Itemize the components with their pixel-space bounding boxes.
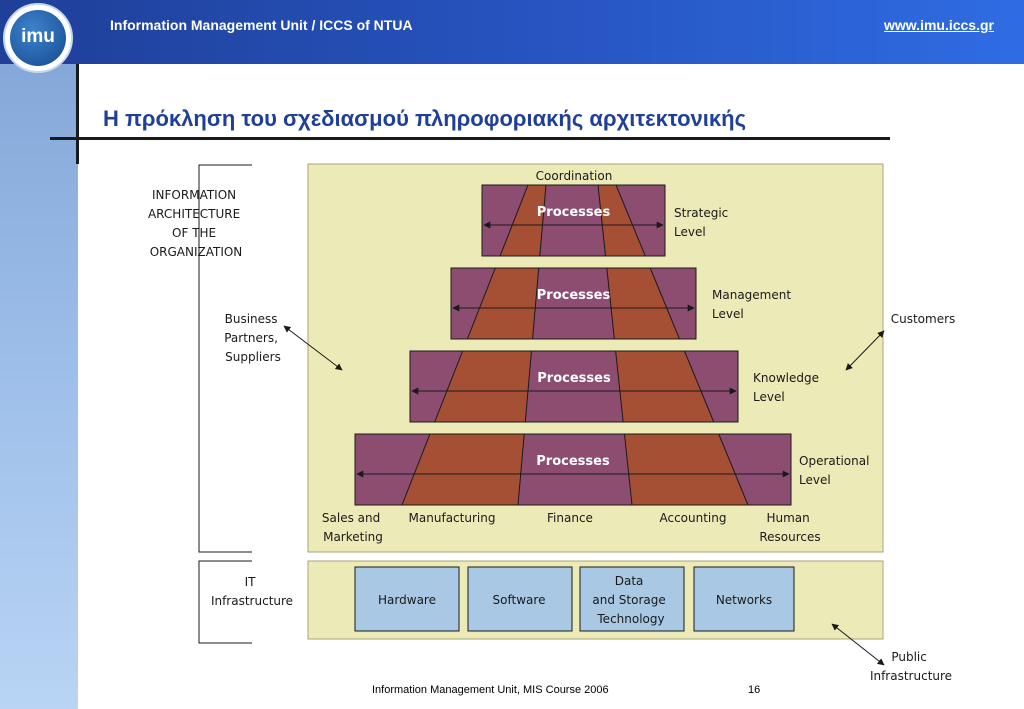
footer-text: Information Management Unit, MIS Course … [372,684,609,696]
function-manufacturing-label: Manufacturing [409,511,496,525]
level-management-process-band-1 [466,267,540,340]
organization-bracket [198,164,252,553]
public-infrastructure-label: Public Infrastructure [870,650,952,683]
component-networks-label: Networks [716,593,772,607]
component-data-storage-box [579,566,685,632]
header-url-link[interactable]: www.imu.iccs.gr [884,17,994,33]
imu-logo-badge: imu [10,10,66,66]
header-title: Information Management Unit / ICCS of NT… [110,17,413,33]
level-management-processes-label: Processes [537,288,611,303]
component-hardware-label: Hardware [378,593,436,607]
coordination-label: Coordination [536,169,613,183]
operational-level-label: Operational Level [799,454,873,487]
component-data-storage-label: Data and Storage Technology [592,574,669,626]
function-human-resources-label: Human Resources [759,511,820,544]
level-operational-process-band-1 [401,433,525,506]
component-software-box [467,566,573,632]
components-group [354,566,795,632]
vertical-rule [76,64,79,164]
component-networks-box [693,566,795,632]
public-infrastructure-arrow [831,623,885,666]
level-strategic-process-band-1 [499,184,547,257]
level-operational-process-band-2 [623,433,749,506]
level-strategic-process-band-2 [597,184,647,257]
it-infrastructure-label: IT Infrastructure [211,575,293,608]
imu-logo: imu [3,3,73,73]
strategic-level-label: Strategic Level [674,206,732,239]
it-bracket [198,560,252,644]
level-strategic-processes-label: Processes [537,205,611,220]
level-knowledge-process-band-1 [433,350,533,423]
horizontal-rule [50,137,890,140]
slide-title: Η πρόκληση του σχεδιασμού πληροφοριακής … [103,106,747,131]
level-management-process-band-2 [606,267,681,340]
customers-arrow [845,330,885,371]
level-knowledge: Processes [409,350,739,423]
component-hardware-box [354,566,460,632]
level-management: Processes [450,267,697,340]
function-accounting-label: Accounting [659,511,726,525]
level-strategic: Processes [481,184,666,257]
level-operational: Processes [354,433,792,506]
level-knowledge-processes-label: Processes [537,371,611,386]
footer-page-number: 16 [748,684,761,696]
knowledge-level-label: Knowledge Level [753,371,823,404]
imu-logo-text: imu [21,26,55,47]
level-knowledge-process-band-2 [615,350,715,423]
business-partners-label: Business Partners, Suppliers [224,312,282,364]
architecture-label: INFORMATION ARCHITECTURE OF THE ORGANIZA… [148,188,244,259]
business-partners-arrow [283,325,343,371]
management-level-label: Management Level [712,288,795,321]
customers-label: Customers [891,312,956,326]
component-software-label: Software [493,593,546,607]
function-finance-label: Finance [547,511,593,525]
left-decorative-strip [0,0,78,709]
function-sales-marketing-label: Sales and Marketing [322,511,384,544]
level-operational-processes-label: Processes [536,454,610,469]
header-bar [0,0,1024,64]
